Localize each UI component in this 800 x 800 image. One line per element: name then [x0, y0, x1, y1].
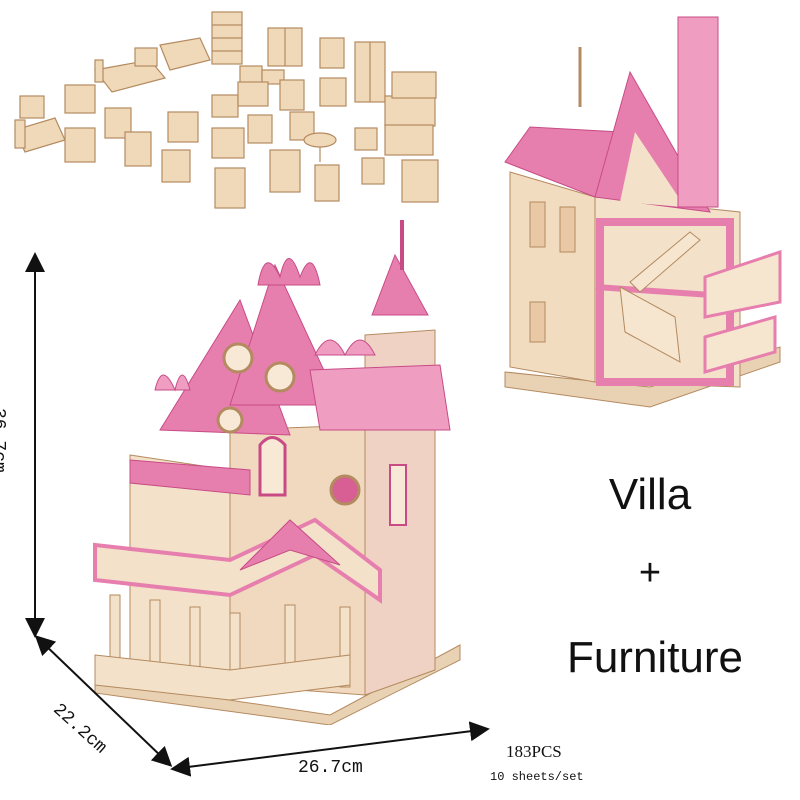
title-furniture: Furniture: [566, 633, 744, 682]
width-dimension-line: [170, 721, 490, 777]
title-plus: +: [638, 552, 662, 594]
villa-main-image: [93, 220, 461, 725]
height-label: 36.7cm: [0, 408, 8, 473]
piece-count: 183PCS: [506, 742, 562, 761]
depth-dimension-line: [34, 635, 173, 767]
title-villa: Villa: [608, 470, 692, 519]
villa-cutaway-image: [504, 16, 782, 408]
furniture-pieces-image: [14, 11, 439, 209]
width-label: 26.7cm: [298, 758, 363, 778]
sheet-count: 10 sheets/set: [490, 770, 584, 784]
